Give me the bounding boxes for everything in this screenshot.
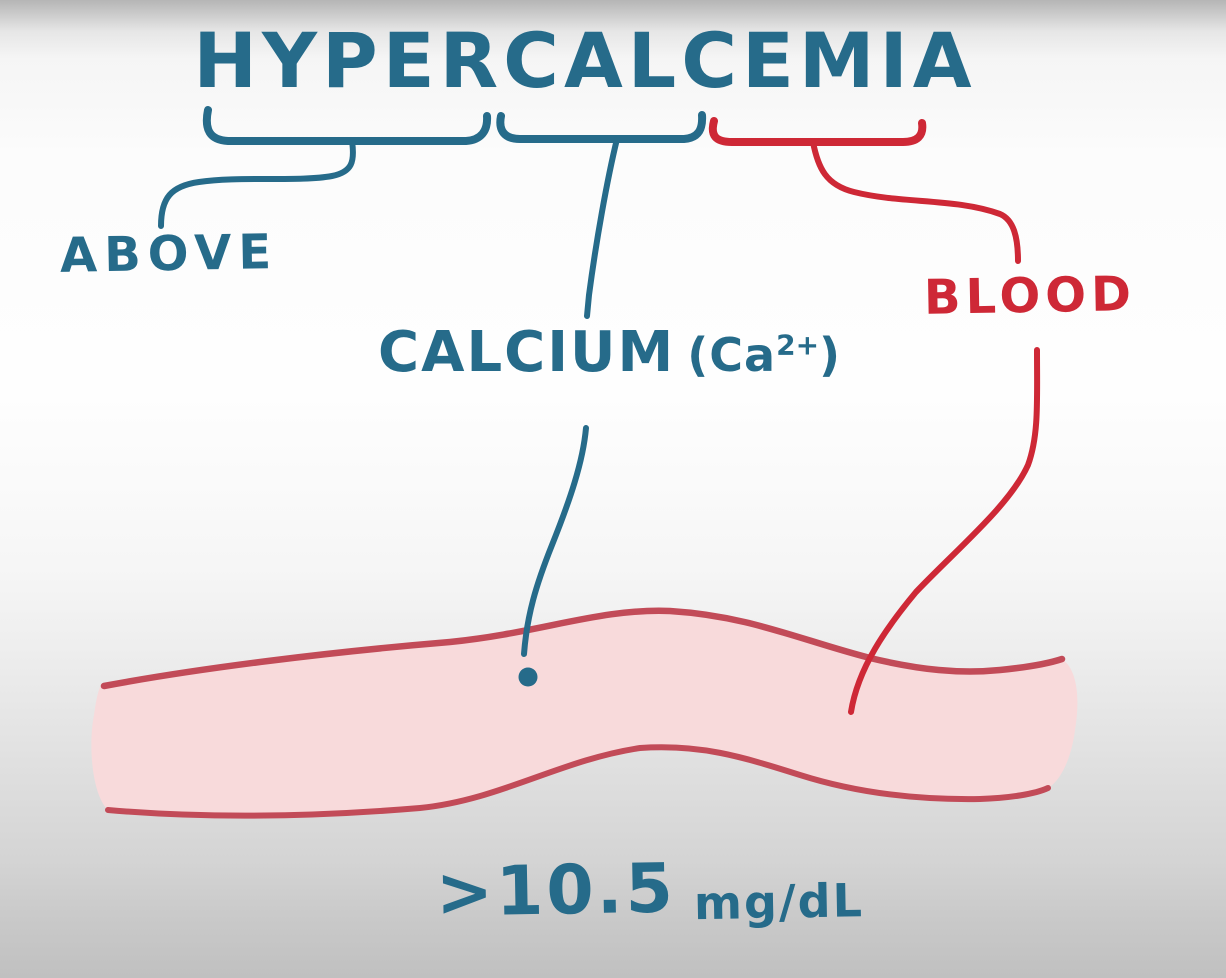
calcium-formula: (Ca2+) [687, 328, 841, 382]
threshold-value: >10.5 [435, 849, 677, 933]
blood-vessel [91, 610, 1078, 816]
bracket-emia [708, 117, 927, 146]
threshold-unit: mg/dL [693, 873, 865, 931]
connector-hyper-above [158, 138, 356, 229]
bracket-calc [496, 111, 707, 143]
calcium-word: CALCIUM [378, 320, 676, 385]
calcium-formula-charge: 2+ [776, 328, 820, 362]
connector-emia-upper [810, 139, 1021, 264]
calcium-formula-close: ) [819, 328, 842, 382]
emia-meaning-label: BLOOD [923, 266, 1137, 326]
blood-vessel-bottom-wall [105, 744, 1051, 819]
calcium-ion-dot [518, 667, 538, 687]
bracket-hyper [202, 106, 492, 145]
connector-emia-lower [848, 347, 1041, 715]
threshold-label: >10.5 mg/dL [435, 846, 865, 933]
calc-meaning-label: CALCIUM(Ca2+) [378, 320, 841, 385]
hyper-meaning-label: ABOVE [59, 224, 279, 284]
connector-calc-upper [584, 136, 620, 319]
page-title: HYPERCALCEMIA [193, 16, 977, 105]
calcium-formula-open: (Ca [687, 328, 777, 382]
blood-vessel-top-wall [100, 607, 1066, 690]
connector-calc-lower [521, 425, 589, 657]
